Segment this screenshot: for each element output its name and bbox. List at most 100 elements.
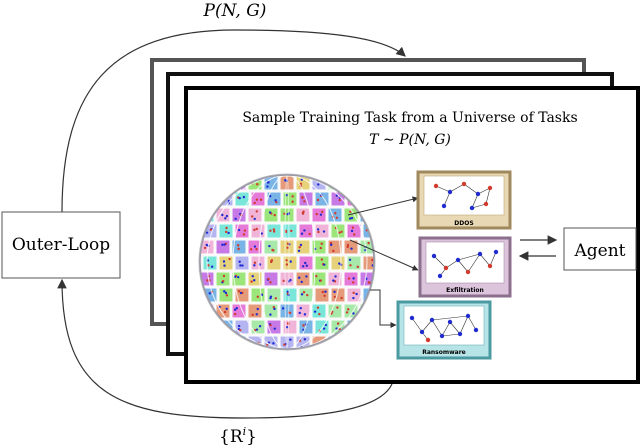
globe-tile-node <box>269 296 272 300</box>
globe-tile-node <box>256 295 260 299</box>
top-feedback-arrow <box>61 29 406 213</box>
globe-tile-node <box>302 324 305 327</box>
globe-tile-node <box>317 183 320 186</box>
ddos-task-card: DDOS <box>416 170 512 230</box>
graph-node <box>439 333 445 339</box>
graph-node <box>437 273 443 279</box>
globe-tile-node <box>233 275 237 279</box>
globe-tile-node <box>352 296 355 300</box>
globe-tile-node <box>210 265 214 268</box>
globe-tile-node <box>273 307 276 311</box>
globe-tile-node <box>352 312 355 315</box>
globe-tile-node <box>348 217 352 220</box>
globe-tile-node <box>205 243 208 247</box>
graph-edge <box>479 253 491 267</box>
globe-tile-node <box>271 248 274 252</box>
globe-tile <box>346 255 362 271</box>
globe-tile-node <box>269 313 272 316</box>
graph-edge <box>445 259 459 269</box>
globe-tile-node <box>323 263 326 266</box>
globe-tile-node <box>225 294 229 297</box>
globe-tile-node <box>303 338 307 341</box>
globe-tile-node <box>299 243 303 247</box>
globe-tile-node <box>371 258 374 262</box>
globe-tile-node <box>242 195 246 199</box>
graph-node <box>461 181 467 187</box>
agent-label: Agent <box>574 241 626 261</box>
globe-tile-node <box>315 212 318 216</box>
globe-tile-node <box>298 245 301 249</box>
graph-edge <box>435 185 451 193</box>
globe-tile-node <box>316 228 320 231</box>
globe-tile-node <box>299 306 302 310</box>
globe-tile-node <box>222 274 226 278</box>
globe-tile-node <box>303 313 307 316</box>
globe-tile-node <box>350 229 354 233</box>
globe-tile <box>266 255 282 271</box>
globe-tile-node <box>321 290 325 294</box>
globe-tile <box>311 303 327 319</box>
globe-tile-node <box>274 199 277 202</box>
globe-tile-node <box>272 230 276 233</box>
graph-node <box>455 257 461 263</box>
globe-tile-node <box>320 258 324 261</box>
globe-tile-node <box>285 263 289 266</box>
globe-tile <box>202 255 218 271</box>
globe-tile <box>266 287 282 303</box>
globe-tile <box>295 271 311 287</box>
globe-tile-node <box>332 249 335 253</box>
graph-edge <box>431 319 443 337</box>
globe-tile <box>218 255 234 271</box>
globe-tile-node <box>273 327 276 330</box>
globe-tile-node <box>237 247 240 250</box>
globe-tile-node <box>322 327 326 330</box>
globe-tile-node <box>255 247 258 251</box>
globe-tile-node <box>283 343 286 346</box>
graph-edge <box>457 259 469 273</box>
globe-tile-node <box>253 228 256 232</box>
globe-tile-node <box>268 244 271 248</box>
globe-tile-node <box>237 290 241 293</box>
globe-tile-node <box>304 261 307 265</box>
globe-tile <box>314 191 330 207</box>
globe-tile-node <box>289 260 292 263</box>
globe-tile-node <box>253 261 257 264</box>
graph-node <box>477 251 483 257</box>
graph-node <box>473 327 479 333</box>
globe-tile-node <box>291 200 294 203</box>
globe-tile-node <box>301 212 305 215</box>
bottom-reward-arrow <box>57 278 393 419</box>
ransomware-label: Ransomware <box>422 349 466 356</box>
globe-tile-node <box>253 264 256 267</box>
globe-tile-node <box>253 201 256 205</box>
globe-tile-node <box>318 312 321 316</box>
outer-loop-box: Outer-Loop <box>1 211 121 279</box>
globe-tile <box>200 271 215 287</box>
globe-tile-node <box>347 277 351 280</box>
globe-tile-node <box>336 306 339 309</box>
globe-tile-node <box>351 226 355 229</box>
graph-edge <box>459 315 469 335</box>
globe-tile-node <box>356 265 360 269</box>
globe-tile-node <box>273 213 276 217</box>
graph-node <box>409 315 415 321</box>
globe-tile-node <box>255 227 258 231</box>
graph-edge <box>421 319 433 333</box>
globe-tile-node <box>338 262 341 265</box>
globe-tile-node <box>324 290 327 293</box>
globe-tile-node <box>340 296 343 300</box>
globe-tile-node <box>334 275 337 278</box>
globe-tile-node <box>319 246 322 250</box>
globe-tile-node <box>289 278 292 282</box>
globe-tile-node <box>259 198 263 201</box>
globe-tile-node <box>285 259 288 262</box>
globe-tile <box>295 303 311 319</box>
globe-tile-node <box>300 293 304 296</box>
globe-tile-node <box>250 280 253 283</box>
globe-tile <box>234 191 250 207</box>
globe-tile-node <box>348 258 352 261</box>
graph-edge <box>467 253 481 273</box>
globe-tile-node <box>338 231 341 234</box>
graph-node <box>425 337 431 343</box>
globe-tile-node <box>258 325 262 328</box>
